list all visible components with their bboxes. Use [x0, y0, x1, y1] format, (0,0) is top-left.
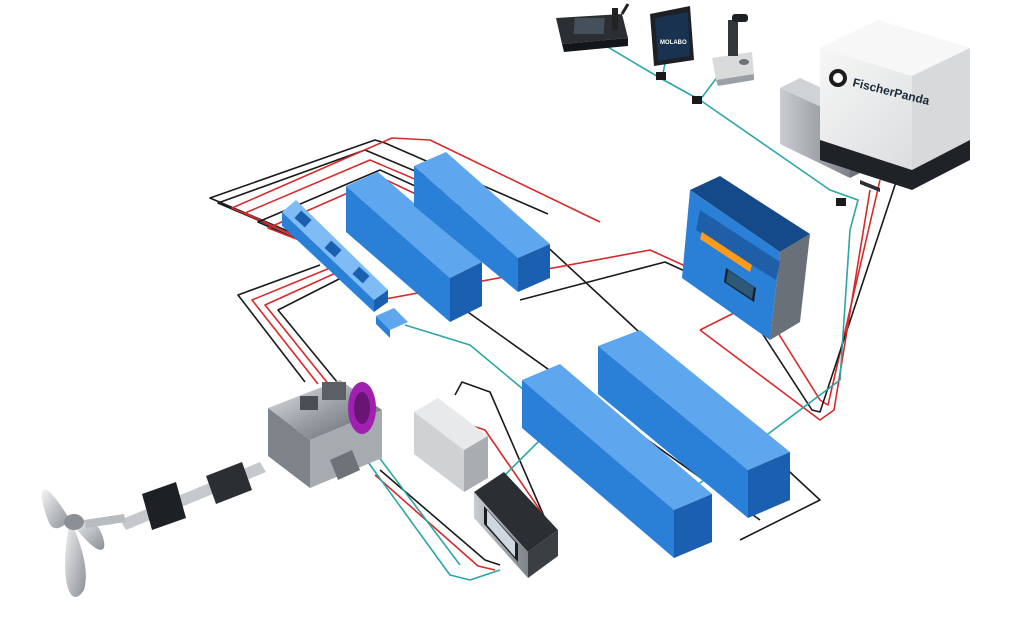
- agm-service-battery: [414, 398, 488, 492]
- wire-negative: [237, 264, 321, 383]
- wire-positive: [374, 474, 496, 571]
- wire-data: [351, 439, 501, 581]
- throttle-lever: [712, 14, 754, 86]
- electric-drive-motor: [268, 380, 382, 488]
- gps-chartplotter-unit: [556, 3, 630, 52]
- lithium-battery-3: [598, 330, 790, 518]
- wire-data: [595, 39, 859, 491]
- antenna-icon: [620, 3, 630, 15]
- wire-positive: [264, 271, 339, 387]
- motor-controller-display: [474, 472, 558, 578]
- propeller: [41, 489, 126, 597]
- busbar-lynx-distributor: [282, 200, 388, 312]
- victron-inverter-charger: [682, 176, 810, 340]
- wire-positive: [699, 189, 871, 421]
- battery-shunt: [376, 308, 408, 338]
- wire-negative: [379, 469, 501, 566]
- wire-negative: [539, 239, 821, 541]
- wire-negative: [759, 175, 899, 413]
- lithium-battery-4: [522, 364, 712, 558]
- wire-positive: [251, 267, 331, 385]
- fischer-panda-generator: FischerPanda: [780, 20, 970, 192]
- wire-negative: [277, 275, 346, 389]
- drive-shaft: [120, 462, 266, 530]
- lithium-battery-2: [414, 152, 550, 292]
- network-junctions: [656, 72, 846, 206]
- molabo-display: MOLABO: [650, 6, 694, 66]
- lithium-battery-1: [346, 172, 482, 322]
- display-brand-label: MOLABO: [660, 40, 687, 46]
